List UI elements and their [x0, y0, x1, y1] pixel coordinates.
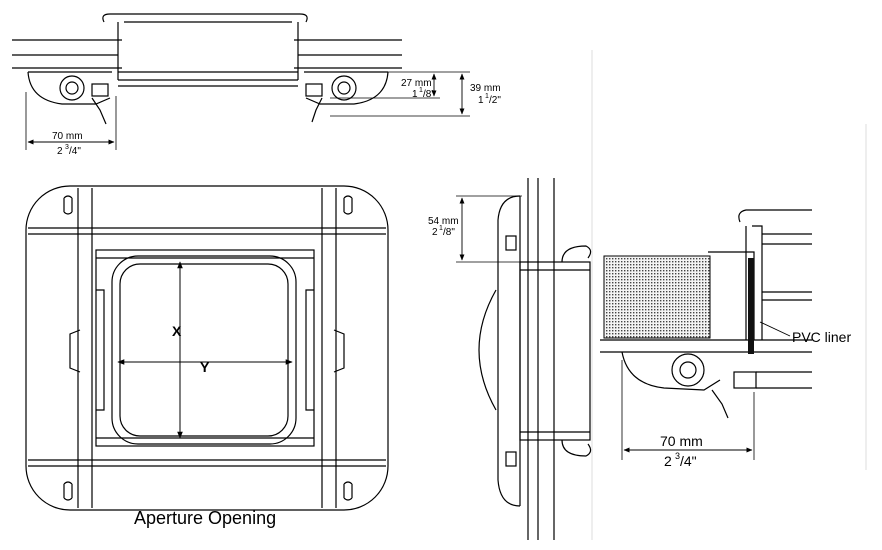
svg-text:2: 2 — [664, 453, 672, 469]
svg-text:1: 1 — [419, 87, 423, 94]
svg-text:/4": /4" — [680, 453, 697, 469]
svg-text:/4": /4" — [69, 146, 81, 157]
dim-27mm-label: 27 mm 1 1 /8" — [401, 78, 435, 100]
svg-text:3: 3 — [65, 144, 69, 151]
y-dimension-label: Y — [200, 359, 210, 375]
dim-70mm-label-top: 70 mm 2 3 /4" — [52, 131, 83, 157]
svg-text:70 mm: 70 mm — [660, 433, 703, 449]
side-view — [456, 178, 592, 540]
pvc-liner-strip — [748, 258, 754, 354]
mesh-panel — [603, 255, 711, 339]
svg-text:54 mm: 54 mm — [428, 216, 459, 227]
aperture-caption: Aperture Opening — [134, 508, 276, 528]
svg-text:1: 1 — [412, 89, 418, 100]
svg-text:1: 1 — [439, 225, 443, 232]
svg-text:1: 1 — [485, 93, 489, 100]
svg-text:/8": /8" — [423, 89, 435, 100]
dim-39mm-label: 39 mm 1 1 /2" — [470, 83, 501, 106]
top-section-view — [12, 13, 470, 150]
front-view — [25, 185, 389, 511]
svg-text:70 mm: 70 mm — [52, 131, 83, 142]
dim-54mm-label: 54 mm 2 1 /8" — [428, 216, 459, 238]
svg-text:3: 3 — [675, 451, 680, 461]
svg-text:27 mm: 27 mm — [401, 78, 432, 89]
svg-text:1: 1 — [478, 95, 484, 106]
svg-text:/2": /2" — [489, 95, 501, 106]
svg-text:39 mm: 39 mm — [470, 83, 501, 94]
dim-70mm-label-detail: 70 mm 2 3 /4" — [660, 433, 703, 469]
pvc-liner-label: PVC liner — [792, 329, 851, 345]
svg-text:2: 2 — [57, 146, 63, 157]
x-dimension-label: X — [172, 323, 182, 339]
svg-text:/8": /8" — [443, 227, 455, 238]
svg-text:2: 2 — [432, 227, 438, 238]
detail-view — [600, 209, 812, 460]
